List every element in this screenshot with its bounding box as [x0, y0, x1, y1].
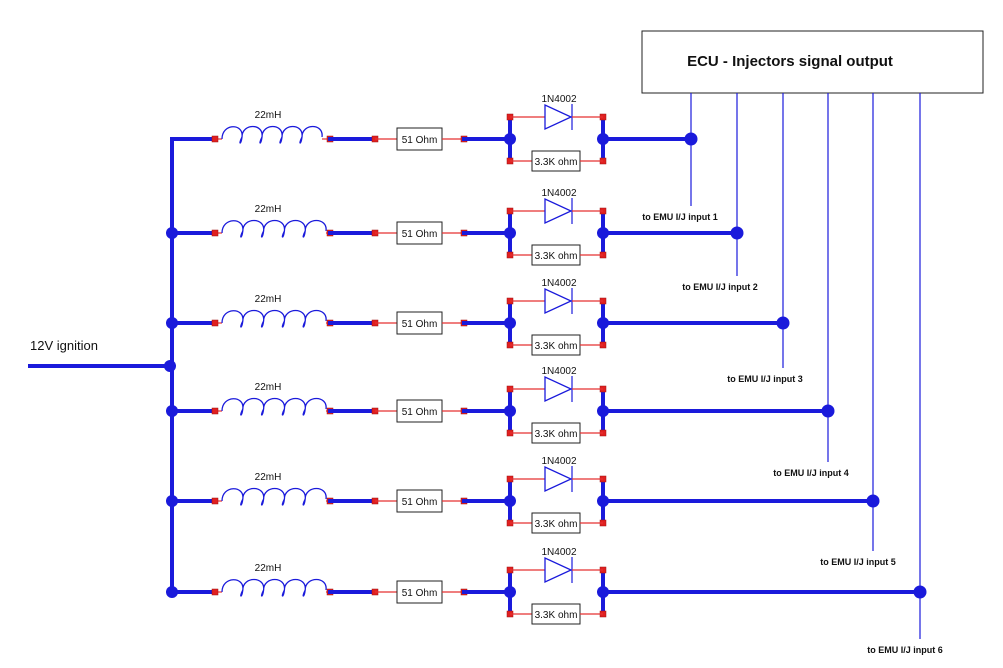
resistor-label-5: 51 Ohm — [402, 497, 438, 508]
bypass-resistor-label-4: 3.3K ohm — [535, 429, 578, 440]
channel-row-1: 22mH 51 Ohm 1N4002 3.3K ohm to EMU I/J input… — [170, 93, 718, 222]
ecu-box — [641, 30, 984, 94]
resistor-label-6: 51 Ohm — [402, 588, 438, 599]
output-label-5: to EMU I/J input 5 — [820, 557, 896, 567]
bypass-resistor-label-5: 3.3K ohm — [535, 519, 578, 530]
channel-row-5: 22mH 51 Ohm 1N4002 3.3K ohm to EMU I/J input… — [166, 93, 896, 567]
inductor-terminal-left-1 — [211, 135, 219, 143]
inductor-terminal-left-4 — [211, 407, 219, 415]
bus-node-2 — [166, 227, 178, 239]
diode-label-5: 1N4002 — [541, 456, 576, 467]
supply-node — [164, 360, 176, 372]
bus-node-4 — [166, 405, 178, 417]
ecu-block: ECU - Injectors signal output — [641, 30, 984, 94]
bypass-resistor-label-1: 3.3K ohm — [535, 157, 578, 168]
bypass-resistor-label-3: 3.3K ohm — [535, 341, 578, 352]
diode-symbol-4 — [544, 375, 573, 403]
bypass-resistor-label-6: 3.3K ohm — [535, 610, 578, 621]
diode-symbol-5 — [544, 465, 573, 493]
inductor-coil-3 — [221, 309, 327, 328]
inductor-coil-1 — [221, 125, 323, 144]
inductor-terminal-left-6 — [211, 588, 219, 596]
bus-node-3 — [166, 317, 178, 329]
supply-feed: 12V ignition — [28, 137, 174, 594]
diode-label-3: 1N4002 — [541, 278, 576, 289]
diode-symbol-2 — [544, 197, 573, 225]
inductor-label-2: 22mH — [255, 204, 282, 215]
inductor-label-3: 22mH — [255, 294, 282, 305]
channel-row-3: 22mH 51 Ohm 1N4002 3.3K ohm to EMU I/J input… — [166, 93, 803, 384]
inductor-terminal-left-3 — [211, 319, 219, 327]
resistor-label-1: 51 Ohm — [402, 135, 438, 146]
channel-row-6: 22mH 51 Ohm 1N4002 3.3K ohm to EMU I/J input… — [166, 93, 943, 655]
inductor-coil-2 — [221, 219, 327, 238]
output-label-1: to EMU I/J input 1 — [642, 212, 718, 222]
supply-label: 12V ignition — [30, 338, 98, 353]
bypass-resistor-label-2: 3.3K ohm — [535, 251, 578, 262]
bus-node-6 — [166, 586, 178, 598]
output-label-3: to EMU I/J input 3 — [727, 374, 803, 384]
inductor-coil-6 — [221, 578, 327, 597]
output-label-4: to EMU I/J input 4 — [773, 468, 849, 478]
inductor-terminal-left-2 — [211, 229, 219, 237]
inductor-label-6: 22mH — [255, 563, 282, 574]
resistor-label-4: 51 Ohm — [402, 407, 438, 418]
diode-label-2: 1N4002 — [541, 188, 576, 199]
output-label-6: to EMU I/J input 6 — [867, 645, 943, 655]
ecu-title: ECU - Injectors signal output — [687, 53, 893, 70]
diode-label-4: 1N4002 — [541, 366, 576, 377]
inductor-coil-5 — [221, 487, 327, 506]
resistor-label-2: 51 Ohm — [402, 229, 438, 240]
output-label-2: to EMU I/J input 2 — [682, 282, 758, 292]
resistor-label-3: 51 Ohm — [402, 319, 438, 330]
diode-symbol-6 — [544, 556, 573, 584]
inductor-coil-4 — [221, 397, 327, 416]
inductor-label-5: 22mH — [255, 472, 282, 483]
diode-label-6: 1N4002 — [541, 547, 576, 558]
channel-row-2: 22mH 51 Ohm 1N4002 3.3K ohm to EMU I/J input… — [166, 93, 758, 292]
diode-label-1: 1N4002 — [541, 94, 576, 105]
inductor-label-4: 22mH — [255, 382, 282, 393]
diode-symbol-3 — [544, 287, 573, 315]
bus-node-5 — [166, 495, 178, 507]
inductor-terminal-left-5 — [211, 497, 219, 505]
diode-symbol-1 — [544, 103, 573, 131]
channel-row-4: 22mH 51 Ohm 1N4002 3.3K ohm to EMU I/J input… — [166, 93, 849, 478]
inductor-label-1: 22mH — [255, 110, 282, 121]
channel-rows: 22mH 51 Ohm 1N4002 3.3K ohm to EMU I/J input… — [164, 93, 943, 655]
